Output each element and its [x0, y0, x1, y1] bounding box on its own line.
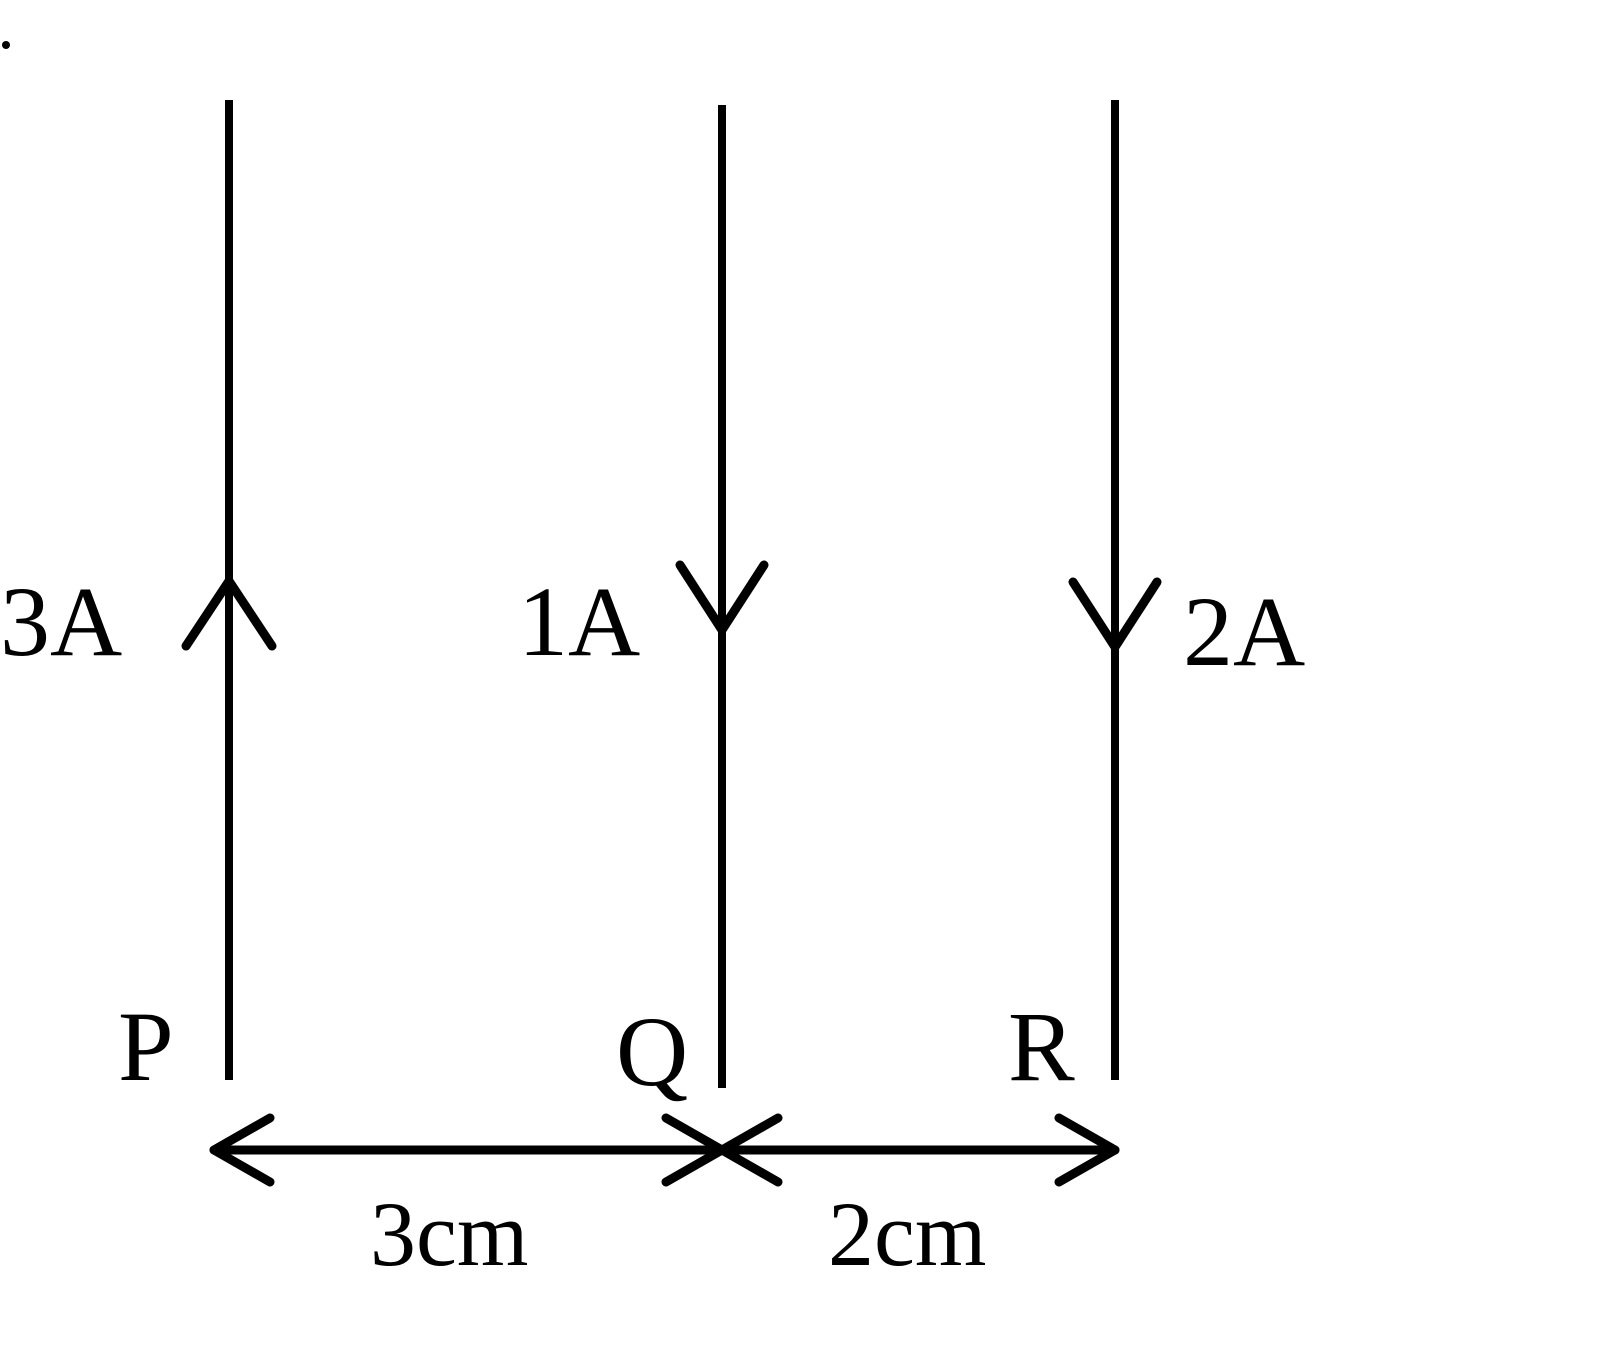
- current-label-r: 2A: [1183, 576, 1305, 687]
- stray-dot: [2, 41, 10, 49]
- wire-name-p: P: [118, 991, 174, 1102]
- distance-arrowhead-pq-left: [209, 1113, 275, 1187]
- current-arrow-q-down: [675, 560, 769, 635]
- distance-label-qr: 2cm: [828, 1183, 986, 1285]
- wire-name-r: R: [1008, 991, 1075, 1102]
- current-label-q: 1A: [518, 566, 640, 677]
- wire-name-q: Q: [616, 996, 688, 1107]
- distance-label-pq: 3cm: [370, 1183, 528, 1285]
- current-label-p: 3A: [0, 566, 122, 677]
- current-arrow-r-down: [1068, 577, 1162, 652]
- distance-arrowhead-qr-right: [1054, 1113, 1120, 1187]
- distance-arrowhead-qr-left: [717, 1113, 783, 1187]
- current-arrow-p-up: [181, 576, 277, 651]
